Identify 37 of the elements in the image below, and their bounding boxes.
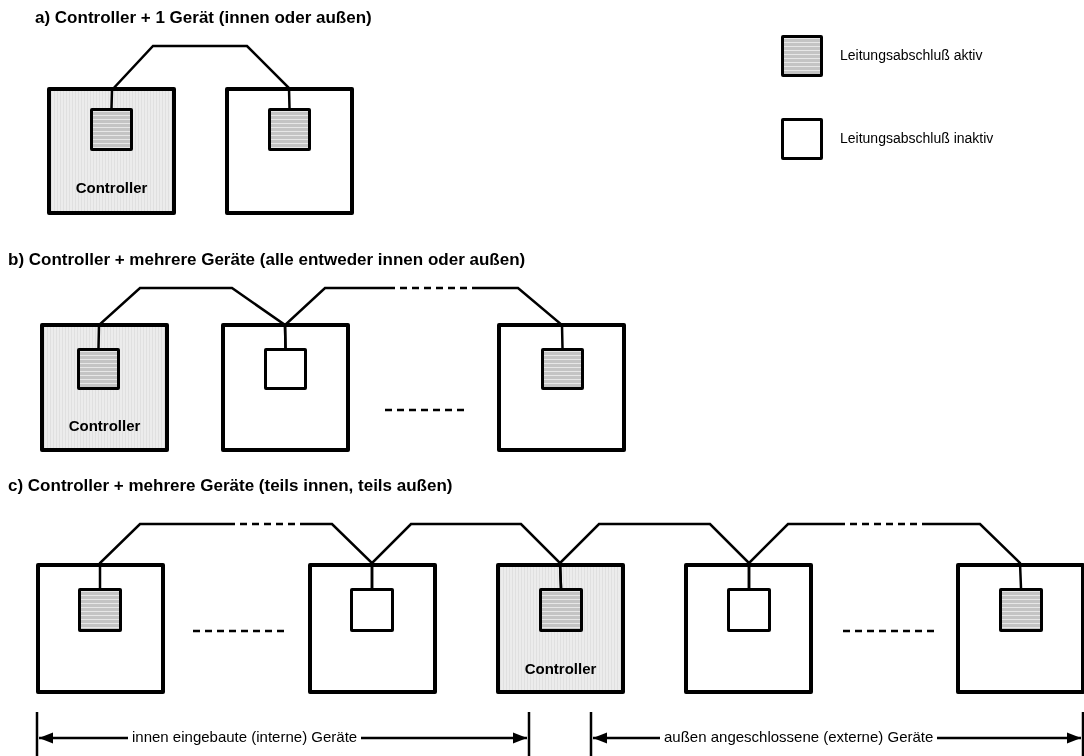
device-box — [47, 87, 176, 215]
section-heading: b) Controller + mehrere Geräte (alle entweder innen oder außen) — [8, 250, 526, 270]
cable-line — [98, 522, 374, 588]
device-box — [684, 563, 813, 694]
legend-label: Leitungsabschluß aktiv — [840, 47, 983, 63]
legend-label: Leitungsabschluß inaktiv — [840, 130, 994, 146]
section-heading: c) Controller + mehrere Geräte (teils innen, teils außen) — [8, 476, 453, 496]
device-box — [36, 563, 165, 694]
active-terminator — [999, 588, 1043, 632]
active-terminator — [78, 588, 122, 632]
active-terminator — [268, 108, 311, 151]
cable-line — [283, 286, 564, 349]
box-label: Controller — [74, 179, 149, 196]
device-box — [308, 563, 437, 694]
section-heading: a) Controller + 1 Gerät (innen oder außen) — [35, 8, 372, 28]
box-label: Controller — [523, 660, 598, 677]
device-box — [225, 87, 354, 215]
active-terminator — [90, 108, 133, 151]
cable-line — [558, 522, 751, 589]
device-box — [497, 323, 626, 452]
dimension-label: innen eingebaute (interne) Geräte — [128, 728, 362, 745]
cable-line — [747, 522, 1023, 589]
inactive-terminator — [264, 348, 307, 390]
dimension-label: außen angeschlossene (externe) Geräte — [660, 728, 938, 745]
inactive-terminator — [727, 588, 771, 632]
active-terminator — [77, 348, 120, 390]
device-box — [40, 323, 169, 452]
inactive-terminator — [350, 588, 394, 632]
cable-line — [97, 286, 287, 349]
device-box — [956, 563, 1084, 694]
active-terminator — [541, 348, 584, 390]
active-terminator — [539, 588, 583, 632]
box-label: Controller — [67, 417, 142, 434]
device-box — [221, 323, 350, 452]
cable-line — [110, 44, 291, 109]
device-box — [496, 563, 625, 694]
cable-line — [370, 522, 563, 589]
